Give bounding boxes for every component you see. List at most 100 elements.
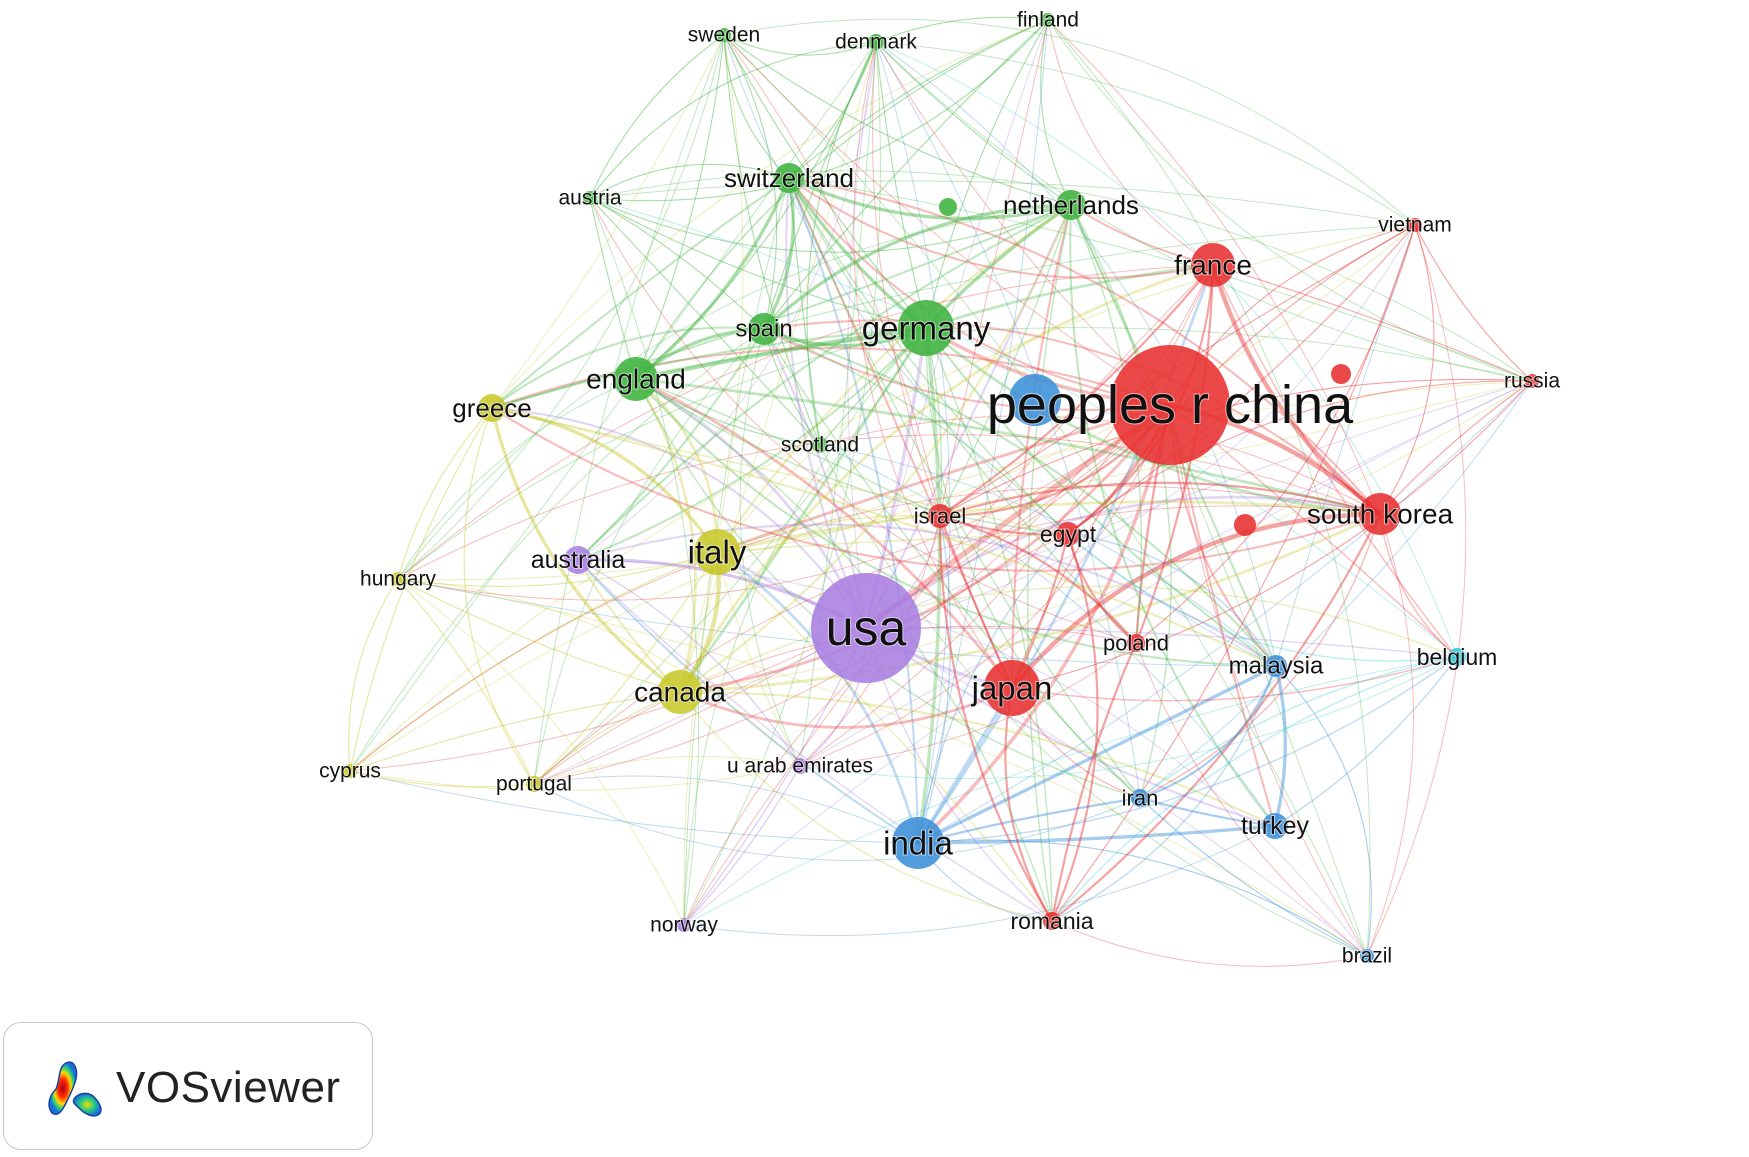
node-sweden[interactable] — [717, 28, 731, 42]
link-south-korea-finland — [1047, 19, 1381, 515]
node-hungary[interactable] — [391, 572, 405, 586]
node-south-korea[interactable] — [1359, 493, 1401, 535]
link-israel-romania — [938, 515, 1053, 922]
node-japan[interactable] — [984, 660, 1040, 716]
node-u-arab-emirates[interactable] — [792, 758, 808, 774]
link-italy-romania — [716, 551, 1053, 922]
label-south-korea: south korea — [1307, 499, 1454, 530]
link-denmark-finland — [875, 16, 1049, 43]
link-switzerland-austria — [589, 163, 790, 199]
node-usa[interactable] — [811, 573, 921, 683]
label-denmark: denmark — [835, 31, 917, 54]
link-germany-canada — [678, 327, 928, 693]
link-turkey-iran — [1139, 796, 1276, 828]
link-canada-south-korea — [679, 512, 1381, 694]
node-russia[interactable] — [1525, 374, 1539, 388]
node-peoples-r-china[interactable] — [1110, 345, 1230, 465]
label-portugal: portugal — [496, 773, 572, 796]
node-canada[interactable] — [658, 670, 702, 714]
link-peoples-r-china-brazil — [1169, 404, 1368, 957]
node-turkey[interactable] — [1262, 813, 1288, 839]
node-iran[interactable] — [1131, 789, 1149, 807]
node-finland[interactable] — [1041, 13, 1055, 27]
link-germany-south-korea — [925, 326, 1381, 516]
link-france-finland — [1047, 19, 1214, 266]
node-india[interactable] — [892, 817, 944, 869]
node-norway[interactable] — [677, 918, 691, 932]
link-cyprus-portugal — [349, 770, 535, 788]
node-romania[interactable] — [1043, 912, 1061, 930]
node-cyprus[interactable] — [343, 764, 357, 778]
node-belgium[interactable] — [1448, 648, 1466, 666]
link-canada-hungary — [397, 578, 681, 693]
link-peoples-r-china-switzerland — [788, 177, 1171, 407]
link-usa-denmark — [847, 41, 877, 629]
link-canada-england — [634, 378, 697, 693]
link-france-norway — [683, 264, 1214, 926]
link-france-south-korea — [1210, 264, 1382, 516]
link-austria-vietnam — [589, 180, 1416, 226]
link-malaysia-vietnam — [1275, 224, 1416, 667]
link-peoples-r-china-sweden — [723, 34, 1171, 406]
label-turkey: turkey — [1241, 812, 1310, 840]
link-belgium-denmark — [875, 41, 1458, 658]
label-u-arab-emirates: u arab emirates — [727, 755, 873, 778]
link-scotland-denmark — [806, 41, 877, 446]
link-switzerland-sweden — [723, 34, 790, 179]
node-malaysia[interactable] — [1265, 655, 1287, 677]
link-switzerland-poland — [788, 177, 1137, 644]
link-france-belgium — [1212, 264, 1458, 658]
link-germany-norway — [683, 327, 927, 926]
node-portugal[interactable] — [526, 776, 542, 792]
link-canada-cyprus — [349, 691, 681, 772]
link-hungary-norway — [397, 578, 685, 926]
node-denmark[interactable] — [868, 34, 884, 50]
node-england[interactable] — [614, 357, 658, 401]
link-canada-russia — [679, 380, 1533, 693]
node-poland[interactable] — [1127, 634, 1145, 652]
label-canada: canada — [634, 677, 726, 708]
node-brazil[interactable] — [1360, 949, 1374, 963]
node-scotland[interactable] — [812, 437, 828, 453]
node-austria[interactable] — [583, 191, 597, 205]
link-germany-hungary — [397, 327, 927, 580]
link-england-russia — [635, 327, 1533, 382]
link-usa-turkey — [865, 627, 1276, 828]
node-germany[interactable] — [898, 300, 954, 356]
link-cyprus-vietnam — [349, 224, 1416, 772]
link-egypt-russia — [1067, 380, 1533, 535]
link-greece-hungary — [397, 407, 493, 580]
link-england-israel — [635, 378, 941, 517]
link-romania-brazil — [1051, 920, 1368, 967]
node-australia[interactable] — [564, 546, 592, 574]
label-usa: usa — [826, 600, 907, 656]
link-italy-portugal — [533, 551, 718, 785]
link-belgium-u-arab-emirates — [799, 656, 1458, 780]
link-netherlands-romania — [1027, 204, 1072, 922]
node-spain[interactable] — [748, 313, 780, 345]
link-vietnam-russia — [1414, 224, 1533, 382]
label-peoples-r-china: peoples r china — [987, 375, 1354, 435]
node-vietnam[interactable] — [1408, 218, 1422, 232]
node-egypt[interactable] — [1056, 522, 1080, 546]
node-netherlands[interactable] — [1056, 190, 1086, 220]
node-italy[interactable] — [694, 529, 740, 575]
link-switzerland-scotland — [788, 177, 821, 446]
link-switzerland-denmark — [788, 41, 877, 179]
minor-node-3 — [1234, 514, 1256, 536]
node-israel[interactable] — [928, 504, 952, 528]
link-greece-cyprus — [349, 407, 493, 772]
link-germany-india — [916, 327, 942, 844]
link-germany-denmark — [875, 41, 927, 329]
link-india-finland — [917, 19, 1049, 844]
link-england-scotland — [635, 378, 821, 446]
link-usa-brazil — [865, 627, 1368, 957]
node-france[interactable] — [1191, 243, 1235, 287]
node-switzerland[interactable] — [774, 163, 804, 193]
link-france-israel — [939, 264, 1214, 517]
node-greece[interactable] — [478, 394, 506, 422]
link-cyprus-russia — [349, 380, 1533, 772]
link-india-italy — [716, 550, 920, 844]
